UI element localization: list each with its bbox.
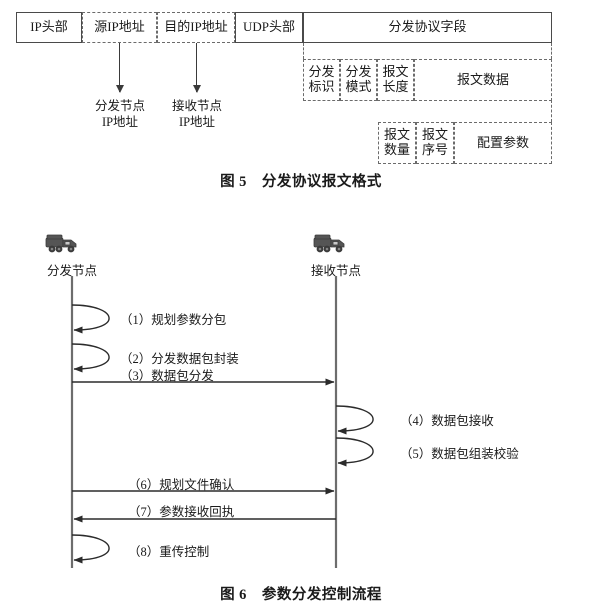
actor-label-sender: 分发节点 <box>46 264 97 278</box>
proto-cell-msg-length: 报文 长度 <box>377 59 414 101</box>
figure-5-caption: 图 5 分发协议报文格式 <box>220 174 382 190</box>
truck-icon <box>312 230 354 256</box>
expansion-connector-left <box>303 43 304 59</box>
proto-cell-msg-seq: 报文 序号 <box>416 122 454 164</box>
header-cell-protocol-field-label: 分发协议字段 <box>388 19 467 35</box>
source-ip-annotation: 分发节点 IP地址 <box>74 99 166 130</box>
header-cell-ip-header-label: IP头部 <box>30 19 68 35</box>
header-cell-dest-ip: 目的IP地址 <box>157 12 235 43</box>
header-cell-protocol-field: 分发协议字段 <box>303 12 552 43</box>
proto-cell-config-params-label: 配置参数 <box>476 134 529 150</box>
dest-ip-annotation-line1: 接收节点 <box>171 99 222 113</box>
dest-ip-annotation-line2: IP地址 <box>178 114 216 129</box>
proto-cell-msg-data: 报文数据 <box>414 59 552 101</box>
proto-cell-dist-id-line2: 标识 <box>308 79 335 94</box>
proto-cell-dist-mode: 分发 模式 <box>340 59 377 101</box>
header-cell-source-ip: 源IP地址 <box>82 12 157 43</box>
proto-cell-msg-seq-line2: 序号 <box>421 142 448 157</box>
dest-ip-annotation-arrow <box>192 43 201 93</box>
figure-5-packet-format: IP头部 源IP地址 目的IP地址 UDP头部 分发协议字段 分发 标识 分发 … <box>0 0 602 200</box>
expansion-connector-right <box>551 43 552 59</box>
message-label-5: （5）数据包组装校验 <box>400 447 519 461</box>
proto-cell-dist-id: 分发 标识 <box>303 59 340 101</box>
header-cell-udp-header-label: UDP头部 <box>242 19 295 35</box>
header-cell-source-ip-label: 源IP地址 <box>94 19 145 35</box>
message-label-7: （7）参数接收回执 <box>128 505 235 519</box>
message-label-2: （2）分发数据包封装 <box>120 352 239 366</box>
header-cell-udp-header: UDP头部 <box>235 12 303 43</box>
message-label-6: （6）规划文件确认 <box>128 478 235 492</box>
proto-cell-msg-length-line1: 报文 <box>382 64 409 80</box>
proto-cell-dist-mode-line1: 分发 <box>345 64 372 80</box>
message-label-1: （1）规划参数分包 <box>120 313 227 327</box>
source-ip-annotation-line1: 分发节点 <box>94 99 145 113</box>
source-ip-annotation-arrow <box>115 43 124 93</box>
figure-6-caption: 图 6 参数分发控制流程 <box>220 587 382 603</box>
proto-cell-msg-seq-line1: 报文 <box>421 127 448 143</box>
message-label-4: （4）数据包接收 <box>400 414 494 428</box>
dest-ip-annotation: 接收节点 IP地址 <box>151 99 243 130</box>
actor-label-receiver: 接收节点 <box>310 264 361 278</box>
proto-cell-dist-mode-line2: 模式 <box>345 79 372 94</box>
header-cell-dest-ip-label: 目的IP地址 <box>164 19 228 35</box>
proto-cell-msg-count: 报文 数量 <box>378 122 416 164</box>
expansion-connector-right-lower <box>551 100 552 122</box>
message-label-8: （8）重传控制 <box>128 545 210 559</box>
proto-cell-config-params: 配置参数 <box>454 122 552 164</box>
proto-cell-msg-data-label: 报文数据 <box>456 71 509 87</box>
proto-cell-dist-id-line1: 分发 <box>308 64 335 80</box>
message-label-3: （3）数据包分发 <box>120 369 214 383</box>
header-cell-ip-header: IP头部 <box>16 12 82 43</box>
truck-icon <box>44 230 86 256</box>
source-ip-annotation-line2: IP地址 <box>101 114 139 129</box>
proto-cell-msg-length-line2: 长度 <box>382 79 409 94</box>
proto-cell-msg-count-line2: 数量 <box>383 142 410 157</box>
proto-cell-msg-count-line1: 报文 <box>383 127 410 143</box>
